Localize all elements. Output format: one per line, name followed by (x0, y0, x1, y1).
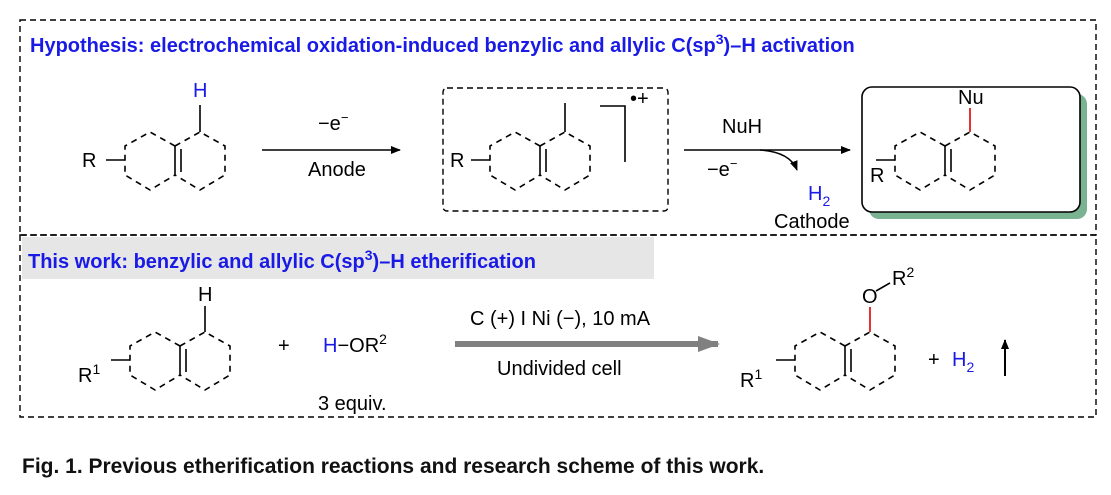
nu-label: Nu (958, 87, 984, 109)
radical-charge: •+ (630, 88, 649, 110)
charge-bracket (600, 105, 626, 162)
r2-label: R2 (892, 264, 914, 290)
thiswork-h-label: H (198, 284, 212, 306)
product-r-label: R (870, 165, 884, 187)
product-r1-label: R1 (740, 366, 762, 392)
radical-r-label: R (450, 150, 464, 172)
product-box (861, 86, 1081, 213)
conditions-top: C (+) I Ni (−), 10 mA (470, 308, 651, 330)
oxygen-label: O (862, 286, 878, 308)
radical-cation-molecule: R •+ (450, 88, 649, 191)
substrate-molecule: R H (82, 80, 226, 191)
plus-h2-sign: + (928, 349, 940, 371)
conditions-bottom: Undivided cell (497, 358, 622, 380)
thiswork-title-highlight (22, 237, 654, 279)
arrow2-top-label: NuH (722, 116, 762, 138)
r-label: R (82, 150, 96, 172)
radical-cation-box (442, 87, 669, 212)
cathode-label: Cathode (774, 211, 850, 233)
figure-caption: Fig. 1. Previous etherification reaction… (22, 455, 765, 478)
thiswork-h2-label: H2 (952, 349, 974, 375)
h-label: H (193, 80, 207, 102)
h2-label: H2 (808, 183, 830, 209)
arrow1-top-label: −e− (318, 110, 348, 135)
hypothesis-frame (19, 19, 1097, 236)
arrow2-mid-label: −e− (707, 156, 737, 181)
plus-sign: + (278, 335, 290, 357)
equiv-label: 3 equiv. (318, 393, 387, 415)
alcohol-reagent: H−OR2 (323, 331, 387, 357)
arrow1-bottom-label: Anode (308, 159, 366, 181)
hypothesis-title: Hypothesis: electrochemical oxidation-in… (30, 31, 855, 57)
product-molecule: R Nu (870, 87, 996, 191)
ether-product-molecule: R1 O R2 (740, 264, 914, 392)
reaction-scheme: Hypothesis: electrochemical oxidation-in… (19, 19, 1097, 418)
thiswork-frame (19, 234, 1097, 418)
thiswork-substrate-molecule: R1 H (78, 284, 231, 391)
h2-release-arrow (759, 149, 798, 171)
r1-label: R1 (78, 361, 100, 387)
thiswork-title: This work: benzylic and allylic C(sp3)–H… (28, 247, 536, 273)
